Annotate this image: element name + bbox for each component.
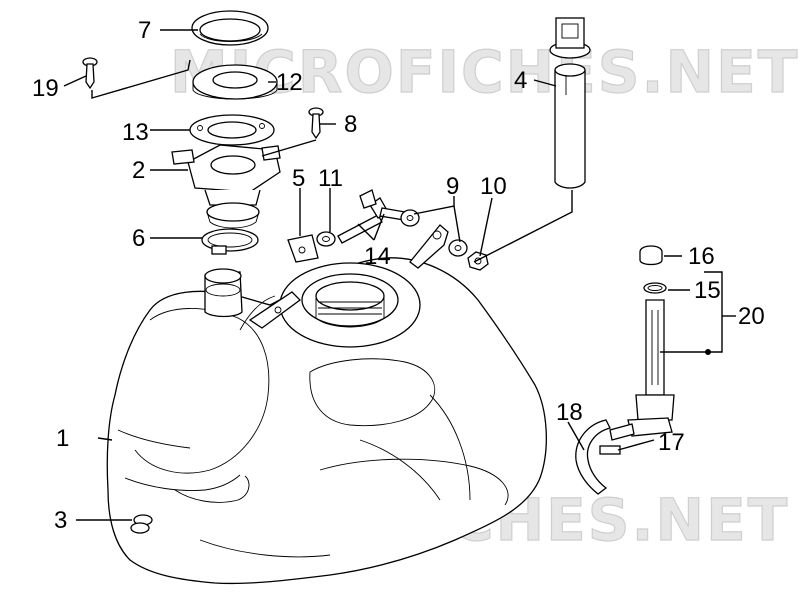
callout-19: 19 (32, 75, 59, 102)
filler-neck (204, 268, 243, 318)
callout-14: 14 (364, 243, 391, 270)
callout-20: 20 (738, 303, 765, 330)
callout-11: 11 (318, 165, 343, 192)
plugs-3 (130, 514, 153, 534)
pump-cover (192, 64, 278, 100)
washer-11 (316, 231, 336, 247)
watermark-top: MICROFICHES.NET (170, 38, 799, 106)
nut-10 (467, 251, 489, 271)
callout-5: 5 (292, 165, 305, 192)
lock-ring (191, 10, 269, 46)
leader-dot (705, 349, 711, 355)
callout-15: 15 (694, 277, 721, 304)
callout-13: 13 (122, 119, 149, 146)
clamp-17 (599, 445, 621, 455)
callout-1: 1 (56, 425, 69, 452)
mount-bracket (409, 224, 449, 269)
hose-clamp (201, 228, 259, 255)
level-sender (549, 17, 591, 189)
callout-16: 16 (688, 243, 715, 270)
fuel-tap-assembly (609, 299, 675, 441)
hose-18 (575, 419, 611, 495)
screws-14 (337, 189, 406, 244)
callout-9: 9 (446, 173, 459, 200)
callout-2: 2 (132, 157, 145, 184)
fuel-tank (106, 257, 547, 585)
gasket (189, 114, 275, 146)
callout-10: 10 (480, 173, 507, 200)
callout-7: 7 (138, 17, 151, 44)
callout-8: 8 (344, 111, 357, 138)
callout-6: 6 (132, 225, 145, 252)
o-ring-15 (643, 282, 667, 294)
callout-3: 3 (54, 507, 67, 534)
callout-17: 17 (658, 429, 685, 456)
clip-16 (639, 245, 663, 266)
callout-12: 12 (276, 69, 303, 96)
screw-8 (308, 107, 324, 140)
screw-19 (82, 57, 98, 90)
leader-lines (63, 29, 736, 521)
fuel-pump (171, 144, 281, 229)
clip-nut (287, 234, 319, 263)
pump-flange (248, 262, 421, 348)
callout-4: 4 (514, 67, 527, 94)
callouts: 7 19 12 13 8 2 6 4 5 11 9 10 14 16 15 20… (32, 17, 765, 534)
callout-18: 18 (556, 399, 583, 426)
